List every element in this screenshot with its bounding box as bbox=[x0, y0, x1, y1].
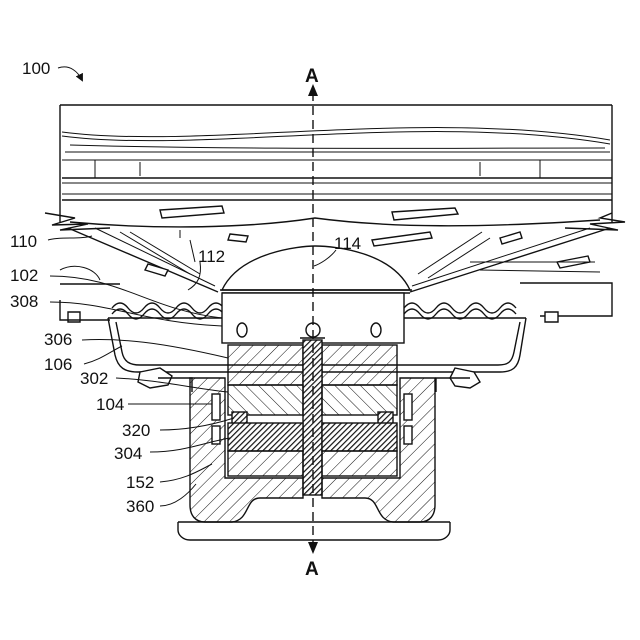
label-104: 104 bbox=[96, 395, 124, 414]
label-360: 360 bbox=[126, 497, 154, 516]
label-306: 306 bbox=[44, 330, 72, 349]
label-106: 106 bbox=[44, 355, 72, 374]
dust-cap bbox=[220, 246, 412, 293]
label-102: 102 bbox=[10, 266, 38, 285]
outer-housing bbox=[60, 105, 612, 222]
label-320: 320 bbox=[122, 421, 150, 440]
label-302: 302 bbox=[80, 369, 108, 388]
label-152: 152 bbox=[126, 473, 154, 492]
section-label-top: A bbox=[305, 66, 319, 87]
label-112: 112 bbox=[198, 247, 225, 266]
label-304: 304 bbox=[114, 444, 142, 463]
section-label-bottom: A bbox=[305, 559, 319, 580]
label-110: 110 bbox=[10, 232, 37, 251]
label-100: 100 bbox=[22, 59, 50, 78]
label-308: 308 bbox=[10, 292, 38, 311]
label-114: 114 bbox=[334, 234, 361, 253]
